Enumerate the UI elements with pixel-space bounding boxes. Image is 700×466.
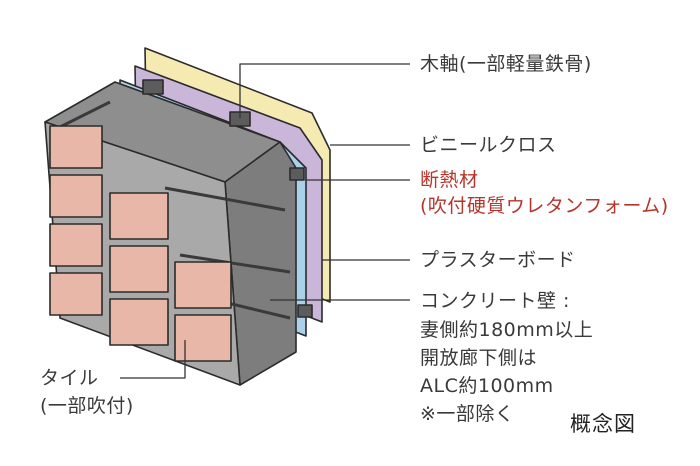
tile xyxy=(109,245,169,293)
label-concrete-corridor: 開放廊下側は xyxy=(420,347,538,369)
label-insulation-title: 断熱材 xyxy=(420,169,479,191)
tile xyxy=(49,125,103,169)
wood-stud xyxy=(289,167,305,181)
label-concrete-alc: ALC約100mm xyxy=(420,375,554,397)
tile xyxy=(49,223,103,267)
label-vinyl-cloth: ビニールクロス xyxy=(420,134,557,156)
tile xyxy=(174,261,232,309)
label-tile: タイル xyxy=(40,367,99,389)
label-plaster-board: プラスターボード xyxy=(420,249,576,271)
label-concrete-gable: 妻側約180mm以上 xyxy=(420,319,594,341)
tile xyxy=(49,272,103,316)
tile xyxy=(109,192,169,240)
rebar-line xyxy=(179,253,291,274)
tile xyxy=(49,174,103,218)
label-concrete-wall: コンクリート壁 : xyxy=(420,290,570,312)
wood-stud xyxy=(297,304,313,318)
wood-stud xyxy=(142,79,164,95)
leader-wood-axis xyxy=(239,63,410,118)
label-wood-axis: 木軸(一部軽量鉄骨) xyxy=(420,53,592,75)
label-insulation-detail: (吹付硬質ウレタンフォーム) xyxy=(420,195,669,217)
leader-tile xyxy=(120,340,186,379)
label-tile-note: (一部吹付) xyxy=(40,395,134,417)
concept-diagram-label: 概念図 xyxy=(570,412,636,436)
rebar-line xyxy=(164,186,286,212)
tile xyxy=(174,314,232,362)
tile xyxy=(109,298,169,346)
rebar-line xyxy=(57,100,111,130)
label-concrete-note: ※一部除く xyxy=(420,403,515,425)
